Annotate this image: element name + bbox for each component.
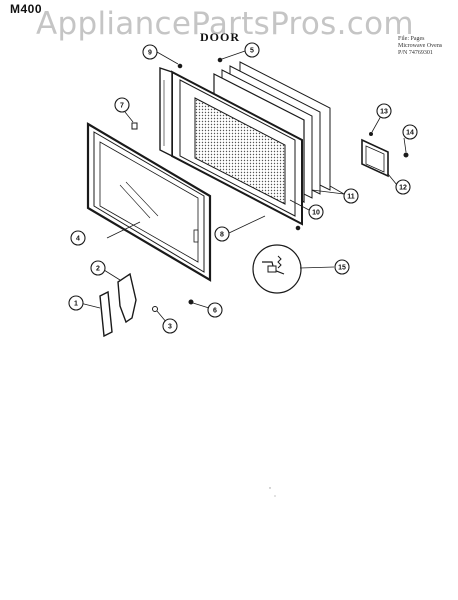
leader-lines — [79, 50, 407, 324]
callout-9: 9 — [142, 44, 158, 60]
callout-2: 2 — [90, 260, 106, 276]
callout-3-label: 3 — [168, 324, 172, 331]
info-line: P/N 74769301 — [398, 50, 433, 56]
callout-8: 8 — [214, 226, 230, 242]
section-title: DOOR — [200, 30, 240, 44]
callout-15-label: 15 — [338, 265, 346, 272]
callout-7: 7 — [114, 97, 130, 113]
callout-5-label: 5 — [250, 48, 254, 55]
info-line: File: Pages — [398, 36, 425, 42]
callout-11-label: 11 — [347, 194, 355, 201]
callout-1-label: 1 — [74, 301, 78, 308]
screw-9 — [177, 63, 183, 69]
callout-5: 5 — [244, 42, 260, 58]
callout-4-label: 4 — [76, 236, 80, 243]
callout-15: 15 — [334, 259, 350, 275]
callout-13-label: 13 — [380, 109, 388, 116]
callout-2-label: 2 — [96, 266, 100, 273]
callout-1: 1 — [68, 295, 84, 311]
door-handle-parts — [99, 272, 194, 338]
screw-loose — [295, 225, 301, 231]
callout-6-label: 6 — [213, 308, 217, 315]
callout-9-label: 9 — [148, 50, 152, 57]
callout-11: 11 — [343, 188, 359, 204]
inner-door-frame — [159, 67, 303, 226]
screw-7 — [131, 122, 138, 130]
callout-8-label: 8 — [220, 232, 224, 239]
callout-14: 14 — [402, 124, 418, 140]
scan-specks — [269, 487, 276, 497]
callout-13: 13 — [376, 103, 392, 119]
screw-5 — [217, 57, 223, 63]
callout-3: 3 — [162, 318, 178, 334]
callout-12-label: 12 — [399, 185, 407, 192]
callout-10-label: 10 — [312, 210, 320, 217]
watermark: AppliancePartsPros.com — [36, 6, 414, 42]
callout-12: 12 — [395, 179, 411, 195]
info-block: File: Pages Microwave Ovens P/N 74769301 — [398, 36, 442, 57]
latch-assembly — [361, 132, 409, 178]
callout-7-label: 7 — [120, 103, 124, 110]
info-line: Microwave Ovens — [398, 43, 443, 49]
outer-door — [86, 122, 212, 282]
model-label: M400 — [10, 2, 43, 16]
callout-14-label: 14 — [406, 130, 414, 137]
interlock-detail — [252, 244, 302, 294]
callout-4: 4 — [70, 230, 86, 246]
callout-10: 10 — [308, 204, 324, 220]
callout-6: 6 — [207, 302, 223, 318]
